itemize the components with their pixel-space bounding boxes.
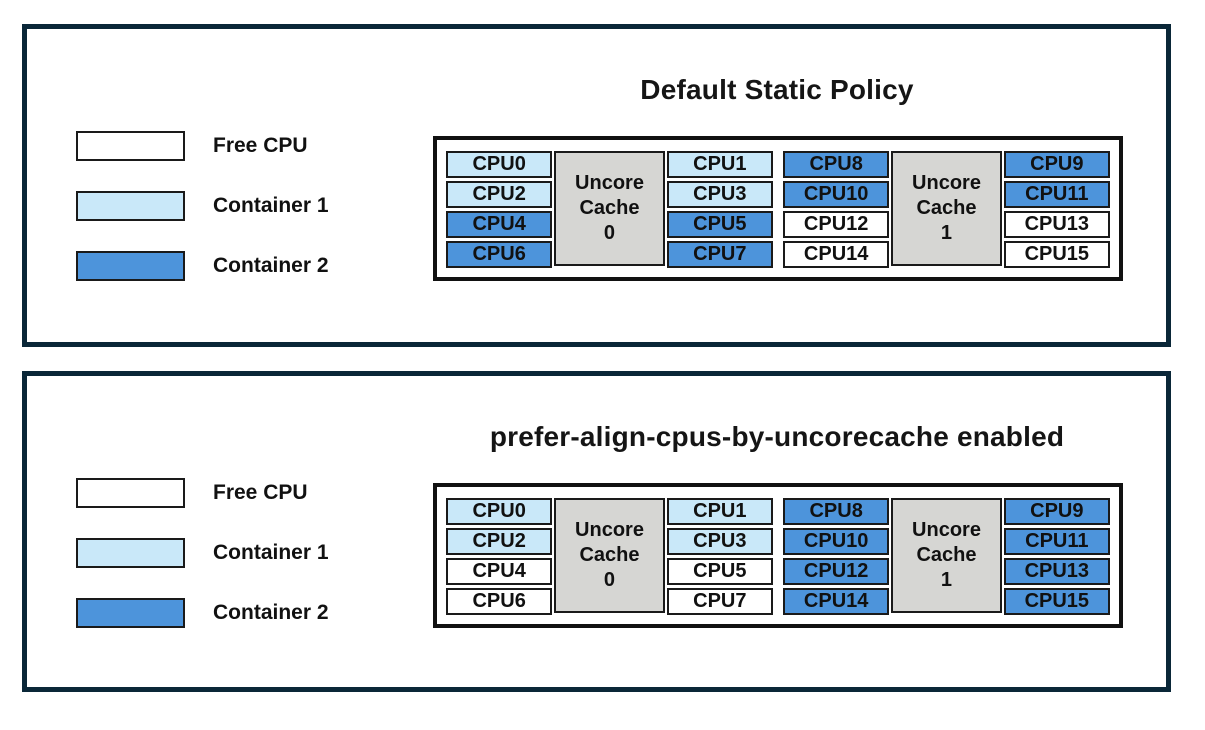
legend: Free CPU Container 1 Container 2	[76, 131, 329, 311]
cpu-cell: CPU12	[783, 211, 890, 238]
cpu-cell: CPU15	[1003, 241, 1110, 268]
cpu-cell: CPU0	[446, 151, 553, 178]
cache-label-line: Uncore	[575, 519, 644, 541]
cpu-column-right: CPU9 CPU11 CPU13 CPU15	[1003, 498, 1110, 615]
legend-label: Container 2	[213, 254, 329, 277]
cache-label-line: Uncore	[912, 172, 981, 194]
cpu-cell: CPU10	[783, 181, 890, 208]
legend-swatch-container-2	[76, 598, 185, 628]
uncore-cache-box-1: Uncore Cache 1	[891, 151, 1002, 266]
cpu-cell: CPU12	[783, 558, 890, 585]
page-title: Default Static Policy	[640, 74, 914, 105]
cpu-column-right: CPU1 CPU3 CPU5 CPU7	[666, 151, 773, 268]
cpu-cell: CPU2	[446, 181, 553, 208]
legend-label: Container 2	[213, 601, 329, 624]
uncore-cache-group-1: CPU8 CPU10 CPU12 CPU14 Uncore Cache 1 CP…	[783, 498, 1110, 615]
legend-item-free-cpu: Free CPU	[76, 131, 329, 161]
uncore-cache-box-0: Uncore Cache 0	[554, 498, 665, 613]
cpu-cell: CPU8	[783, 151, 890, 178]
panel-prefer-align-uncorecache-enabled: prefer-align-cpus-by-uncorecache enabled…	[22, 371, 1171, 692]
legend-label: Container 1	[213, 194, 329, 217]
uncore-cache-box-1: Uncore Cache 1	[891, 498, 1002, 613]
cpu-column-left: CPU0 CPU2 CPU4 CPU6	[446, 151, 553, 268]
cache-label-line: Uncore	[912, 519, 981, 541]
cache-label-line: Cache	[579, 197, 640, 219]
legend-item-free-cpu: Free CPU	[76, 478, 329, 508]
panel-default-static-policy: Default Static Policy Free CPU Container…	[22, 24, 1171, 347]
cpu-cell: CPU1	[666, 151, 773, 178]
legend-label: Free CPU	[213, 481, 308, 504]
cpu-cell: CPU9	[1003, 151, 1110, 178]
cpu-cell: CPU0	[446, 498, 553, 525]
cpu-cell: CPU4	[446, 558, 553, 585]
cpu-column-right: CPU1 CPU3 CPU5 CPU7	[666, 498, 773, 615]
cpu-cell: CPU13	[1003, 211, 1110, 238]
cpu-cell: CPU6	[446, 241, 553, 268]
legend-item-container-2: Container 2	[76, 251, 329, 281]
legend-label: Container 1	[213, 541, 329, 564]
cache-label-line: Uncore	[575, 172, 644, 194]
cpu-cell: CPU13	[1003, 558, 1110, 585]
cpu-cell: CPU5	[666, 211, 773, 238]
cpu-cell: CPU11	[1003, 528, 1110, 555]
cpu-cell: CPU14	[783, 588, 890, 615]
uncore-cache-group-0: CPU0 CPU2 CPU4 CPU6 Uncore Cache 0 CPU1 …	[446, 498, 773, 615]
cpu-cell: CPU2	[446, 528, 553, 555]
uncore-cache-box-0: Uncore Cache 0	[554, 151, 665, 266]
legend-swatch-free-cpu	[76, 478, 185, 508]
cpu-column-left: CPU8 CPU10 CPU12 CPU14	[783, 498, 890, 615]
cache-label-line: 0	[603, 569, 616, 591]
cpu-cell: CPU4	[446, 211, 553, 238]
cpu-cell: CPU14	[783, 241, 890, 268]
legend-swatch-container-1	[76, 538, 185, 568]
cpu-cell: CPU7	[666, 588, 773, 615]
cache-label-line: 1	[940, 222, 953, 244]
cpu-cell: CPU11	[1003, 181, 1110, 208]
cpu-cell: CPU7	[666, 241, 773, 268]
cpu-cell: CPU5	[666, 558, 773, 585]
legend: Free CPU Container 1 Container 2	[76, 478, 329, 658]
page-title: prefer-align-cpus-by-uncorecache enabled	[489, 421, 1065, 452]
cpu-cell: CPU8	[783, 498, 890, 525]
cpu-topology-diagram: CPU0 CPU2 CPU4 CPU6 Uncore Cache 0 CPU1 …	[433, 483, 1123, 628]
cpu-cell: CPU15	[1003, 588, 1110, 615]
cache-label-line: 0	[603, 222, 616, 244]
cpu-topology-diagram: CPU0 CPU2 CPU4 CPU6 Uncore Cache 0 CPU1 …	[433, 136, 1123, 281]
legend-item-container-1: Container 1	[76, 191, 329, 221]
cache-label-line: Cache	[579, 544, 640, 566]
legend-swatch-free-cpu	[76, 131, 185, 161]
cpu-cell: CPU1	[666, 498, 773, 525]
uncore-cache-group-1: CPU8 CPU10 CPU12 CPU14 Uncore Cache 1 CP…	[783, 151, 1110, 268]
cpu-column-left: CPU8 CPU10 CPU12 CPU14	[783, 151, 890, 268]
cpu-cell: CPU3	[666, 528, 773, 555]
legend-swatch-container-2	[76, 251, 185, 281]
cpu-column-left: CPU0 CPU2 CPU4 CPU6	[446, 498, 553, 615]
uncore-cache-group-0: CPU0 CPU2 CPU4 CPU6 Uncore Cache 0 CPU1 …	[446, 151, 773, 268]
cpu-cell: CPU3	[666, 181, 773, 208]
cpu-column-right: CPU9 CPU11 CPU13 CPU15	[1003, 151, 1110, 268]
cpu-cell: CPU6	[446, 588, 553, 615]
legend-label: Free CPU	[213, 134, 308, 157]
cache-label-line: Cache	[916, 197, 977, 219]
legend-item-container-1: Container 1	[76, 538, 329, 568]
cpu-cell: CPU9	[1003, 498, 1110, 525]
cache-label-line: 1	[940, 569, 953, 591]
legend-item-container-2: Container 2	[76, 598, 329, 628]
cpu-cell: CPU10	[783, 528, 890, 555]
legend-swatch-container-1	[76, 191, 185, 221]
cache-label-line: Cache	[916, 544, 977, 566]
